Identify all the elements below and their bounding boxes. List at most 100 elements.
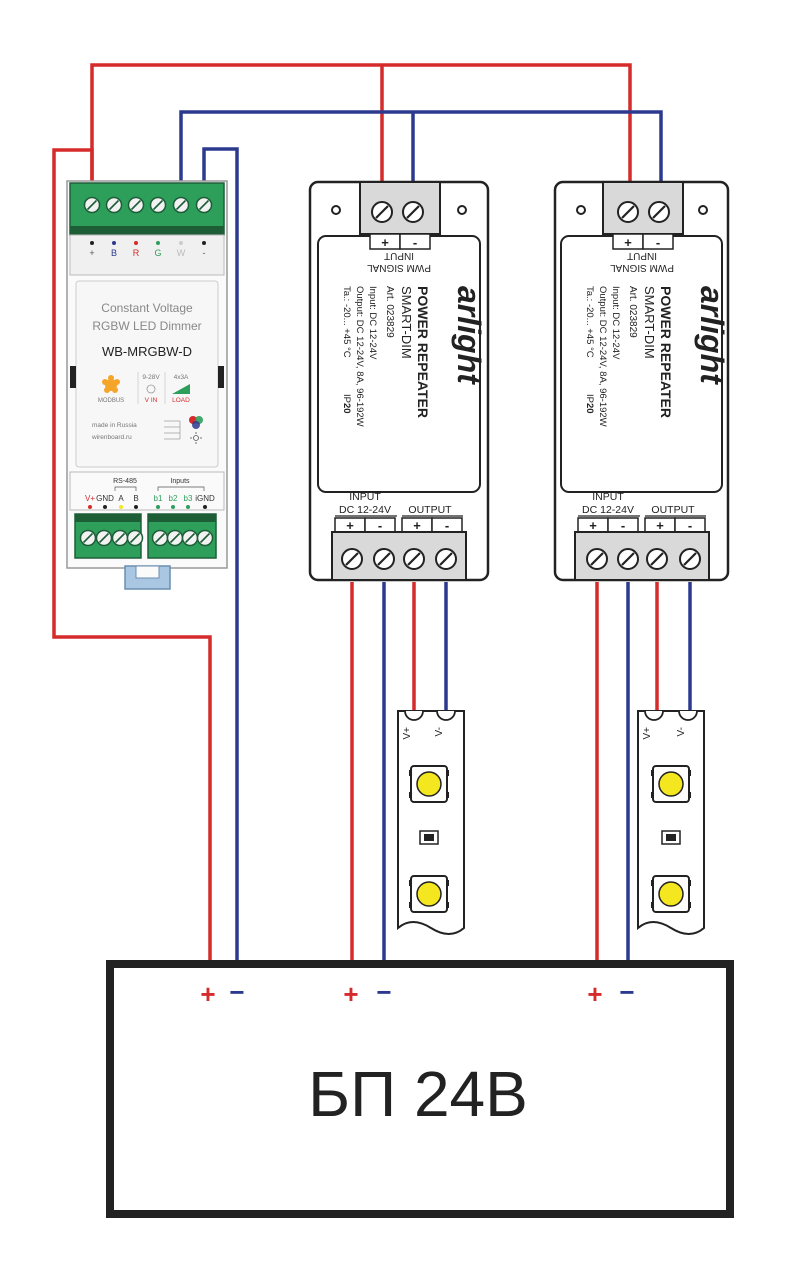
terminal-label-b: B [111, 248, 117, 258]
psu-plus-2: + [343, 979, 358, 1009]
svg-text:b1: b1 [154, 494, 163, 503]
blue-wire-signal-bus [179, 110, 663, 181]
repeater2-product-line1: POWER REPEATER [658, 286, 674, 418]
repeater2-output-label: OUTPUT [651, 504, 695, 516]
svg-text:+: + [413, 518, 421, 533]
terminal-label-r: R [133, 248, 140, 258]
terminal-label-plus: + [89, 248, 94, 258]
svg-text:+: + [656, 518, 664, 533]
repeater1-product-line2: SMART-DIM [399, 286, 414, 359]
svg-text:b3: b3 [184, 494, 193, 503]
repeater1-top-minus: - [413, 235, 417, 250]
mount-hole-icon [698, 205, 708, 215]
svg-text:A: A [118, 494, 124, 503]
power-supply: + − + − + − БП 24В [106, 960, 734, 1218]
repeater1-article: Art. 023829 [384, 286, 395, 338]
website: wirenboard.ru [91, 434, 132, 441]
psu-plus-1: + [200, 979, 215, 1009]
rgb-color-icon [189, 416, 203, 429]
repeater1-input-label: INPUT [349, 491, 381, 503]
led-strip-1: V+ V- [397, 710, 465, 935]
repeater2-pwm-signal: PWM SIGNAL [610, 262, 674, 273]
psu-label: БП 24В [308, 1058, 528, 1130]
red-wire-top-bus [90, 63, 632, 181]
repeater1-spec-input: Input: DC 12-24V [367, 286, 378, 360]
repeater2-ip-label: IP [584, 394, 595, 403]
repeater2-product-line2: SMART-DIM [642, 286, 657, 359]
rgbw-dimmer: + B R G W - Constant Voltage RGBW LED Di… [66, 180, 228, 590]
modbus-label: MODBUS [98, 398, 124, 404]
repeater1-brand: arlight [451, 286, 487, 385]
dimmer-top-labels: + B R G W - [89, 241, 206, 258]
rs485-label: RS-485 [113, 478, 137, 485]
led2-v-minus: V- [676, 727, 687, 736]
svg-text:-: - [445, 518, 449, 533]
led-strip-2: V+ V- [637, 710, 705, 935]
brightness-icon [190, 432, 202, 444]
svg-text:-: - [621, 518, 625, 533]
load-label: LOAD [172, 397, 190, 404]
repeater2-article: Art. 023829 [627, 286, 638, 338]
svg-text:GND: GND [96, 494, 114, 503]
psu-minus-2: − [376, 977, 391, 1007]
vin-indicator-icon [146, 384, 156, 394]
psu-minus-1: − [229, 977, 244, 1007]
vin-range: 9-28V [142, 374, 160, 381]
repeater1-ip-label: IP [341, 394, 352, 403]
repeater1-ip-value: 20 [341, 403, 352, 414]
made-in: made in Russia [92, 422, 137, 429]
repeater2-ip-value: 20 [584, 403, 595, 414]
terminal-label-g: G [154, 248, 161, 258]
svg-text:b2: b2 [169, 494, 178, 503]
repeater2-top-minus: - [656, 235, 660, 250]
mount-hole-icon [331, 205, 341, 215]
repeater2-input-top: INPUT [627, 250, 657, 261]
red-wire-dimmer-plus [52, 148, 212, 962]
inputs-mini-diagram-icon [164, 420, 181, 440]
repeater2-spec-temp: Ta.: -20... +45 °C [584, 286, 595, 358]
terminal-label-w: W [177, 248, 186, 258]
repeater1-pwm-signal: PWM SIGNAL [367, 262, 431, 273]
mount-hole-icon [576, 205, 586, 215]
svg-text:iGND: iGND [195, 494, 215, 503]
repeater2-spec-input: Input: DC 12-24V [610, 286, 621, 360]
repeater1-product-line1: POWER REPEATER [415, 286, 431, 418]
svg-text:B: B [133, 494, 138, 503]
svg-text:V+: V+ [85, 494, 95, 503]
svg-text:+: + [346, 518, 354, 533]
repeater2-top-plus: + [624, 235, 632, 250]
led-chip-icon [408, 765, 450, 803]
svg-text:-: - [688, 518, 692, 533]
dimmer-title-line1: Constant Voltage [101, 301, 193, 315]
led-chip-icon [650, 765, 692, 803]
repeater1-spec-output: Output: DC 12-24V, 8A, 96-192W [354, 286, 365, 427]
repeater2-top-terminal [602, 181, 684, 235]
repeater2-input-voltage: DC 12-24V [582, 504, 634, 516]
led2-v-plus: V+ [642, 727, 653, 740]
terminal-label-minus: - [203, 248, 206, 258]
led-chip-icon [408, 875, 450, 913]
svg-text:IP20: IP20 [341, 394, 352, 414]
repeater2-input-label: INPUT [592, 491, 624, 503]
psu-minus-3: − [619, 977, 634, 1007]
repeater2-spec-output: Output: DC 12-24V, 8A, 96-192W [597, 286, 608, 427]
psu-plus-3: + [587, 979, 602, 1009]
dimmer-bottom-labels: V+ GND A B b1 b2 b3 iGND [85, 494, 215, 509]
led1-v-plus: V+ [402, 727, 413, 740]
repeater1-top-plus: + [381, 235, 389, 250]
repeater1-spec-temp: Ta.: -20... +45 °C [341, 286, 352, 358]
led1-v-minus: V- [434, 727, 445, 736]
repeater1-input-top: INPUT [384, 250, 414, 261]
mount-hole-icon [457, 205, 467, 215]
vin-label: V IN [145, 397, 158, 404]
repeater2-brand: arlight [694, 286, 730, 385]
repeater1-input-voltage: DC 12-24V [339, 504, 391, 516]
svg-text:-: - [378, 518, 382, 533]
svg-text:IP20: IP20 [584, 394, 595, 414]
led-chip-icon [650, 875, 692, 913]
power-repeater-1: + - PWM SIGNAL INPUT arlight POWER REPEA… [308, 180, 490, 582]
load-rating: 4x3A [174, 374, 189, 381]
dimmer-title-line2: RGBW LED Dimmer [92, 319, 201, 333]
repeater1-output-label: OUTPUT [408, 504, 452, 516]
